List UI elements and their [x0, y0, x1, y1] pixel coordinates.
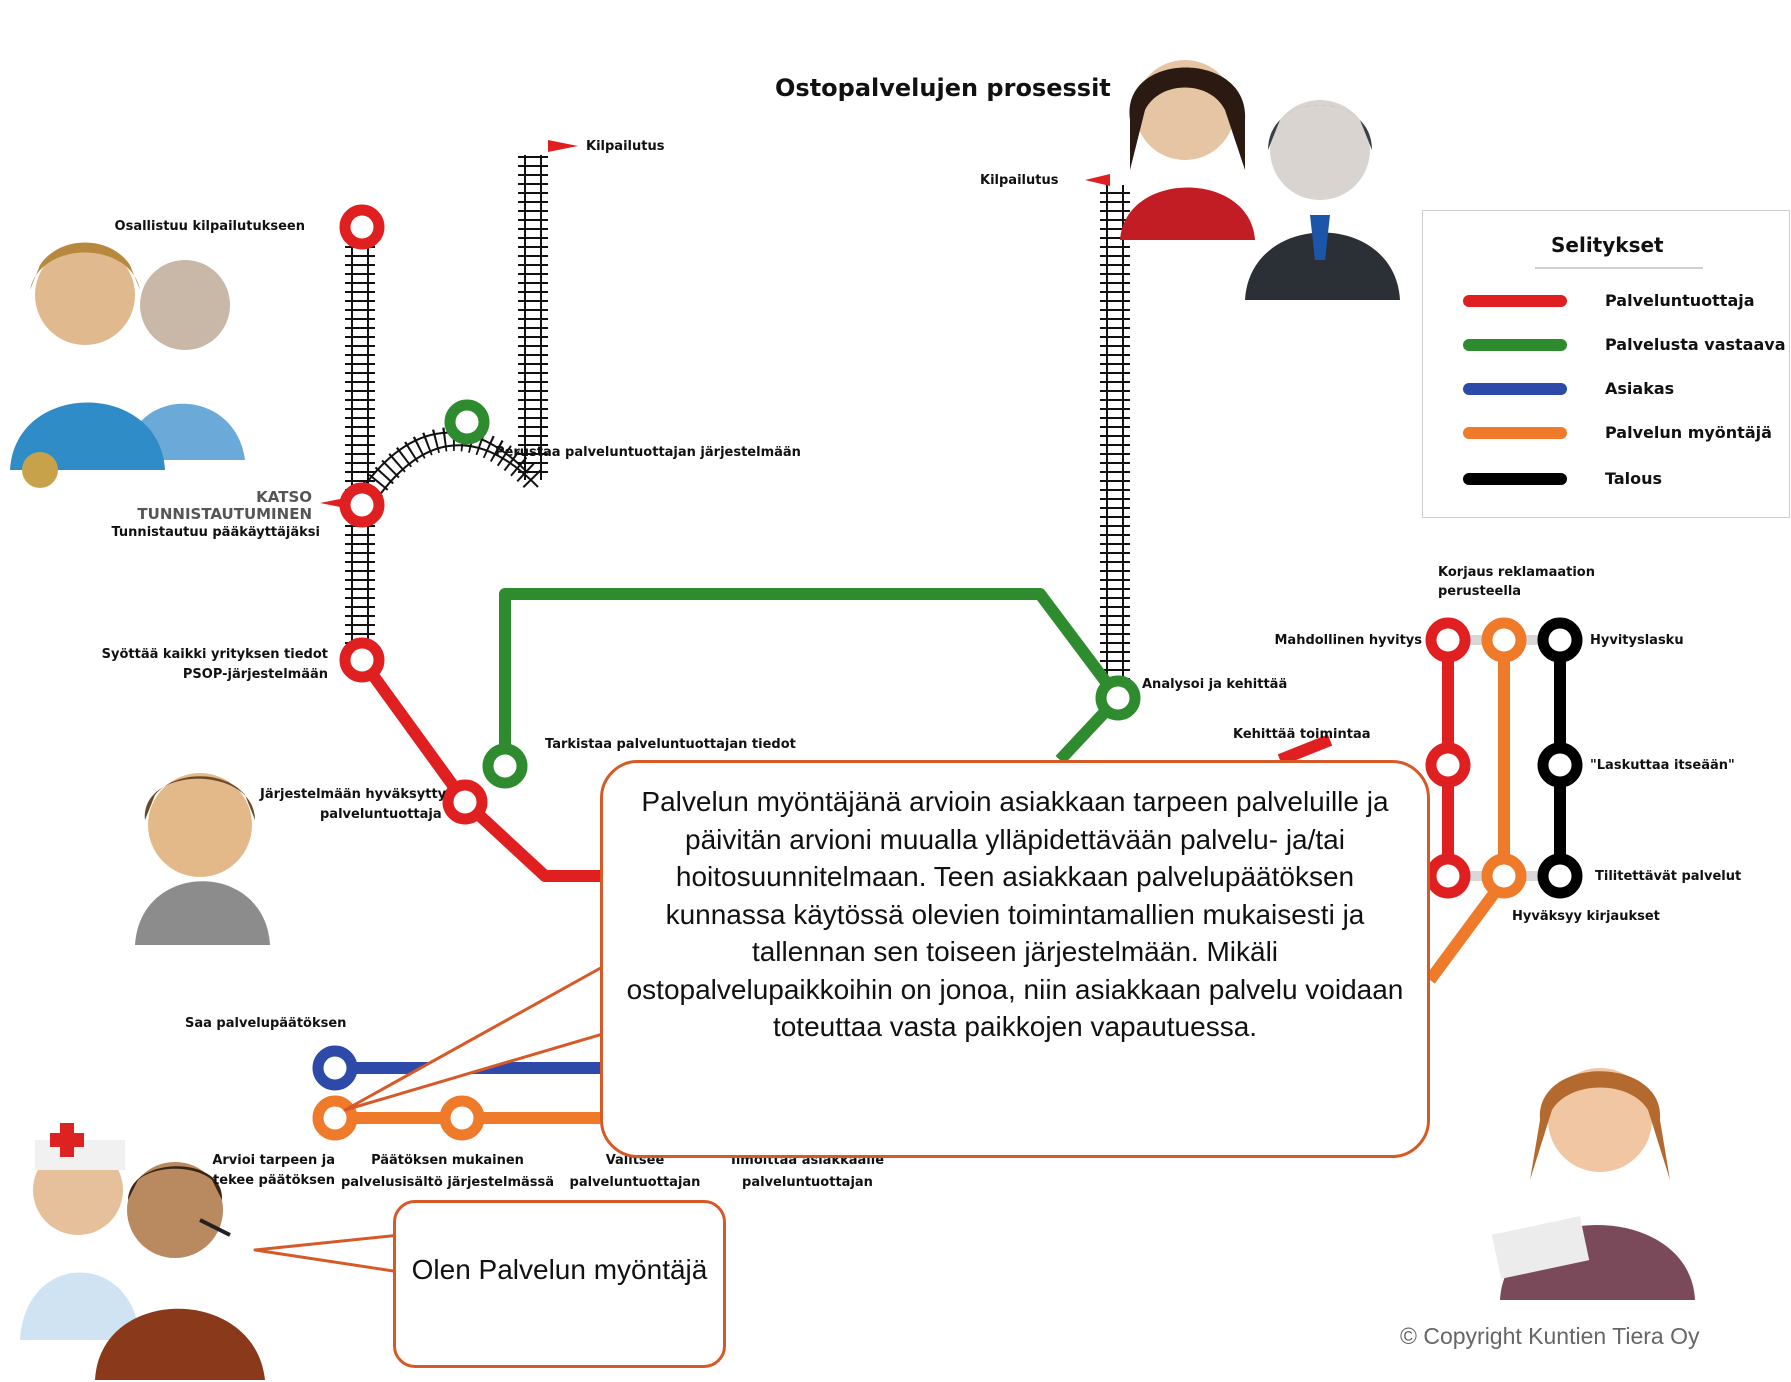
label-korjaus-2: perusteella [1438, 584, 1522, 599]
station-laskuttaa [1537, 742, 1583, 788]
station-hyvitys [1425, 617, 1471, 663]
label-ilmoittaa-2: palveluntuottajan [742, 1175, 873, 1190]
label-paatoksen-1: Päätöksen mukainen [371, 1153, 524, 1168]
track-curve [351, 426, 542, 513]
diagram-title: Ostopalvelujen prosessit [775, 74, 1111, 102]
label-laskuttaa: "Laskuttaa itseään" [1590, 758, 1735, 773]
label-hyvaksyy: Hyväksyy kirjaukset [1512, 909, 1660, 924]
legend-divider [1535, 267, 1703, 269]
label-tarkistaa: Tarkistaa palveluntuottajan tiedot [545, 737, 796, 752]
station-tilitettavat [1537, 853, 1583, 899]
stations [312, 204, 1583, 1141]
station-red-mid [1425, 742, 1471, 788]
label-hyvityslasku: Hyvityslasku [1590, 633, 1684, 648]
legend-item: Palvelun myöntäjä [1463, 417, 1783, 447]
label-kilpailutus-left: Kilpailutus [586, 139, 665, 154]
legend-item: Palveluntuottaja [1463, 285, 1783, 315]
track-left [345, 245, 375, 650]
station-red-low [1425, 853, 1471, 899]
legend-swatch [1463, 473, 1567, 485]
copyright: © Copyright Kuntien Tiera Oy [1400, 1323, 1700, 1349]
station-hyvaksyy [1481, 853, 1527, 899]
legend-item-label: Palvelusta vastaava [1605, 335, 1786, 354]
track-right [1100, 185, 1130, 680]
label-syottaa-1: Syöttää kaikki yrityksen tiedot [101, 647, 328, 662]
label-hyvaksytty-1: Järjestelmään hyväksytty [260, 787, 447, 802]
track-kilpailutus-left [518, 155, 548, 480]
people-nurse-operator-icon [20, 1123, 265, 1380]
legend-item-label: Palvelun myöntäjä [1605, 423, 1772, 442]
label-tilitettavat: Tilitettävät palvelut [1595, 869, 1742, 884]
legend-swatch [1463, 295, 1567, 307]
legend-item: Talous [1463, 463, 1783, 493]
legend-item-label: Palveluntuottaja [1605, 291, 1755, 310]
legend: Selitykset Palveluntuottaja Palvelusta v… [1422, 210, 1790, 518]
people-business-icon [1120, 60, 1400, 300]
legend-title: Selitykset [1551, 233, 1664, 257]
label-arvioi-2: tekee päätöksen [213, 1173, 335, 1188]
station-hyvitys-orange [1481, 617, 1527, 663]
legend-item-label: Talous [1605, 469, 1663, 488]
label-hyvaksytty-2: palveluntuottaja [320, 807, 442, 822]
legend-item: Asiakas [1463, 373, 1783, 403]
label-hyvitys: Mahdollinen hyvitys [1274, 633, 1422, 648]
callout-small: Olen Palvelun myöntäjä [393, 1200, 726, 1368]
station-syottaa [339, 637, 385, 683]
station-tarkistaa [482, 743, 528, 789]
station-analysoi [1095, 675, 1141, 721]
station-saa [312, 1045, 358, 1091]
label-korjaus-1: Korjaus reklamaation [1438, 565, 1595, 580]
label-kilpailutus-right: Kilpailutus [980, 173, 1059, 188]
label-kehittaa: Kehittää toimintaa [1233, 727, 1371, 742]
callout-main: Palvelun myöntäjänä arvioin asiakkaan ta… [600, 760, 1430, 1158]
station-arvioi [312, 1095, 358, 1141]
label-perustaa: Perustaa palveluntuottajan järjestelmään [495, 445, 801, 460]
label-analysoi: Analysoi ja kehittää [1142, 677, 1288, 692]
station-paatoksen [439, 1095, 485, 1141]
person-woman-icon [1491, 1068, 1695, 1300]
person-grey-icon [135, 773, 270, 945]
legend-item: Palvelusta vastaava [1463, 329, 1786, 359]
station-tunnistautuu [339, 482, 385, 528]
label-saa: Saa palvelupäätöksen [185, 1016, 347, 1031]
label-valitsee-2: palveluntuottajan [569, 1175, 701, 1190]
legend-swatch [1463, 383, 1567, 395]
legend-item-label: Asiakas [1605, 379, 1675, 398]
label-syottaa-2: PSOP-järjestelmään [182, 667, 328, 682]
station-perustaa [444, 399, 490, 445]
flag-kilpailutus-left [548, 140, 578, 152]
people-doctors-icon [10, 242, 245, 488]
label-tunnistautuu: Tunnistautuu pääkäyttäjäksi [111, 525, 320, 540]
station-osallistuu [339, 204, 385, 250]
label-katso-tunnistautuminen: TUNNISTAUTUMINEN [137, 505, 312, 523]
label-katso: KATSO [256, 488, 312, 506]
flag-kilpailutus-right [1085, 174, 1110, 186]
label-paatoksen-2: palvelusisältö järjestelmässä [340, 1175, 555, 1190]
legend-swatch [1463, 339, 1567, 351]
station-hyvaksytty [442, 779, 488, 825]
station-hyvityslasku [1537, 617, 1583, 663]
label-arvioi-1: Arvioi tarpeen ja [212, 1153, 335, 1168]
label-osallistuu: Osallistuu kilpailutukseen [114, 219, 305, 234]
legend-swatch [1463, 427, 1567, 439]
